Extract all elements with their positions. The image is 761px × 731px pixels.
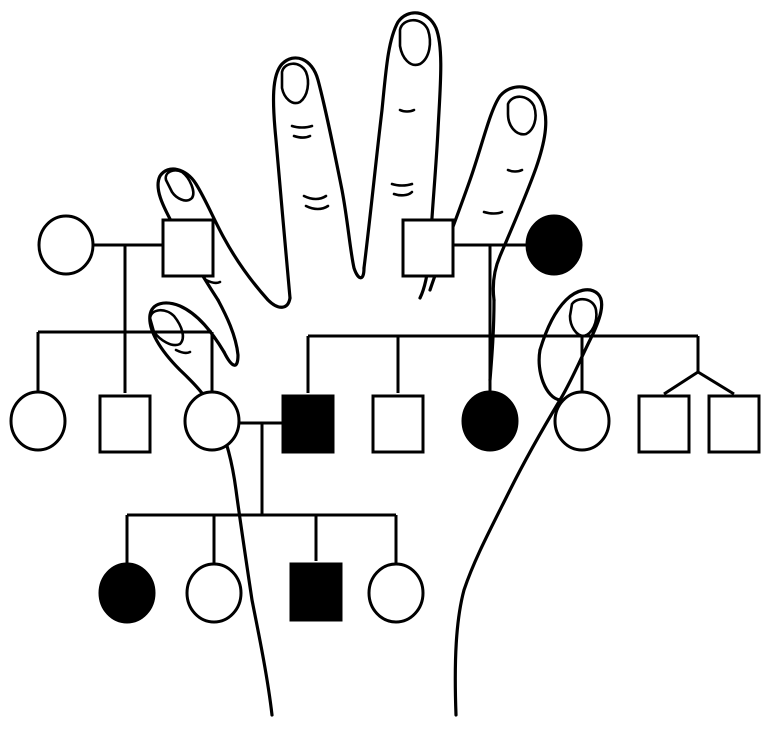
hand-thumb-base [537, 348, 562, 402]
hand-thumb [453, 398, 562, 717]
hand-thumb-inner-edge [216, 298, 240, 367]
twin-branch-right [697, 370, 735, 396]
female-symbol-g2-female-1 [9, 390, 67, 452]
male-symbol-g2-male-5 [371, 394, 425, 454]
generation-2 [9, 390, 761, 454]
hand-nail-thumb [568, 297, 598, 338]
hand-middle-finger [271, 56, 366, 300]
female-symbol-g3-female-1-affected [98, 562, 156, 624]
hand-nail-index [164, 169, 195, 202]
hand-nail-ring [398, 18, 432, 67]
female-symbol-g3-female-2 [185, 562, 243, 624]
male-symbol-g3-male-3-affected [289, 562, 343, 622]
male-symbol-g1-male-left [161, 218, 215, 278]
hand-thumb-outer [538, 288, 604, 402]
male-symbol-g2-male-2 [98, 394, 152, 454]
generation-3 [98, 562, 425, 624]
female-symbol-g1-female-right-affected [525, 214, 583, 276]
male-symbol-g2-twin-male-8 [637, 394, 691, 454]
male-symbol-g2-male-4-affected [281, 394, 335, 454]
hand-knuckle-creases [174, 108, 524, 355]
generation-1 [37, 214, 583, 278]
female-symbol-g2-female-3 [183, 390, 241, 452]
female-symbol-g1-female-left [37, 214, 95, 276]
hand-nail-little [506, 95, 537, 136]
female-symbol-g2-female-7 [553, 390, 611, 452]
pedigree-symbols [9, 214, 761, 624]
male-symbol-g2-twin-male-9 [707, 394, 761, 454]
pedigree-lines [36, 243, 735, 565]
female-symbol-g3-female-4 [367, 562, 425, 624]
hand-little-finger [428, 85, 548, 302]
male-symbol-g1-male-right [401, 218, 455, 278]
twin-branch-left [663, 370, 699, 396]
hand-nail-middle [280, 62, 310, 105]
female-symbol-g2-female-6-affected [461, 390, 519, 452]
